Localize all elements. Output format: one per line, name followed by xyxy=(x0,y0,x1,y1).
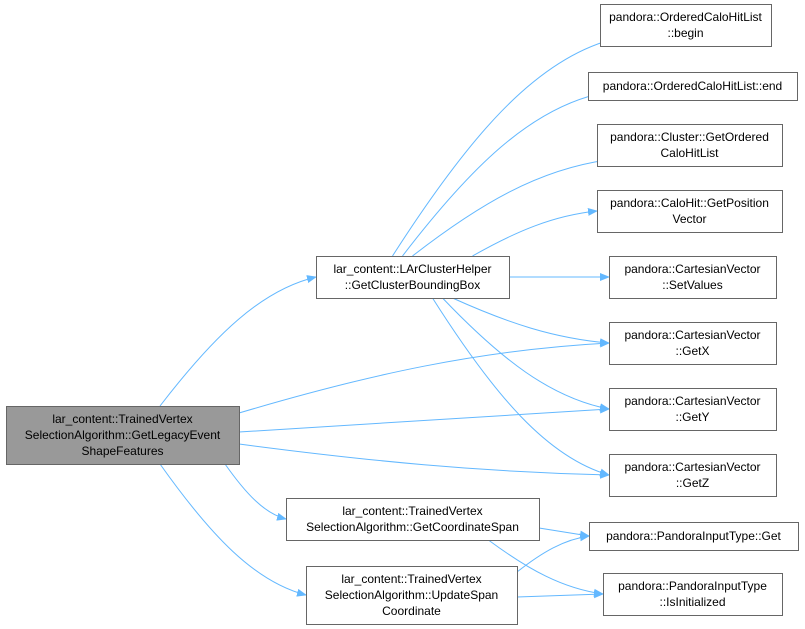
node-box xyxy=(609,256,777,299)
node-label-line: ::begin xyxy=(667,26,703,40)
node-label-line: ::IsInitialized xyxy=(659,595,725,609)
node-label-line: ::GetZ xyxy=(676,476,709,490)
node-box xyxy=(588,72,798,101)
edges-layer xyxy=(159,38,611,599)
node-input-is-initialized[interactable]: pandora::PandoraInputType::IsInitialized xyxy=(603,573,783,616)
node-ordered-begin[interactable]: pandora::OrderedCaloHitList::begin xyxy=(600,4,772,47)
edge-get-cluster-bounding-box-to-cluster-get-ordered xyxy=(412,157,608,257)
node-label-line: pandora::PandoraInputType xyxy=(618,579,767,593)
node-get-cluster-bounding-box[interactable]: lar_content::LArClusterHelper::GetCluste… xyxy=(316,256,510,299)
node-box xyxy=(286,498,540,541)
node-box xyxy=(609,322,777,365)
node-label-line: SelectionAlgorithm::UpdateSpan xyxy=(325,588,498,602)
edge-root-to-get-cluster-bounding-box xyxy=(159,275,317,407)
edge-get-cluster-bounding-box-to-get-y xyxy=(442,297,610,412)
node-label-line: pandora::CartesianVector xyxy=(624,394,760,408)
node-get-x[interactable]: pandora::CartesianVector::GetX xyxy=(609,322,777,365)
edge-get-cluster-bounding-box-to-ordered-begin xyxy=(392,38,611,257)
node-label-line: ShapeFeatures xyxy=(81,444,163,458)
node-box xyxy=(6,406,240,465)
node-label-line: CaloHitList xyxy=(660,146,719,160)
edge-root-to-get-x xyxy=(238,339,610,414)
edge-get-cluster-bounding-box-to-ordered-end xyxy=(402,92,599,257)
node-label-line: pandora::CartesianVector xyxy=(624,262,760,276)
edge-get-cluster-bounding-box-to-get-x xyxy=(452,297,610,347)
node-box xyxy=(597,190,783,233)
node-label-line: pandora::PandoraInputType::Get xyxy=(606,529,781,543)
edge-root-to-get-coordinate-span xyxy=(224,463,287,521)
node-get-y[interactable]: pandora::CartesianVector::GetY xyxy=(609,388,777,431)
node-label-line: SelectionAlgorithm::GetLegacyEvent xyxy=(25,428,221,442)
node-label-line: ::SetValues xyxy=(662,278,722,292)
node-set-values[interactable]: pandora::CartesianVector::SetValues xyxy=(609,256,777,299)
node-label-line: pandora::CartesianVector xyxy=(624,328,760,342)
node-label-line: SelectionAlgorithm::GetCoordinateSpan xyxy=(306,520,519,534)
edge-get-coordinate-span-to-input-get xyxy=(538,527,590,539)
node-label-line: pandora::OrderedCaloHitList xyxy=(609,10,762,24)
node-box xyxy=(609,388,777,431)
node-get-z[interactable]: pandora::CartesianVector::GetZ xyxy=(609,454,777,497)
node-label-line: pandora::OrderedCaloHitList::end xyxy=(603,79,782,93)
edge-root-to-get-z xyxy=(238,443,610,479)
edge-update-span-coordinate-to-input-is-initialized xyxy=(516,590,604,599)
node-label-line: ::GetClusterBoundingBox xyxy=(345,278,480,292)
edge-root-to-get-y xyxy=(238,405,610,433)
node-box xyxy=(603,573,783,616)
edge-root-to-update-span-coordinate xyxy=(159,463,307,597)
edge-get-coordinate-span-to-input-is-initialized xyxy=(488,539,604,597)
node-label-line: Coordinate xyxy=(382,604,441,618)
nodes-layer: lar_content::TrainedVertexSelectionAlgor… xyxy=(6,4,799,625)
edge-get-cluster-bounding-box-to-calo-hit-get-position xyxy=(472,207,598,257)
node-update-span-coordinate[interactable]: lar_content::TrainedVertexSelectionAlgor… xyxy=(306,566,518,625)
edge-update-span-coordinate-to-input-get xyxy=(516,533,590,573)
node-label-line: lar_content::TrainedVertex xyxy=(52,412,192,426)
node-label-line: lar_content::LArClusterHelper xyxy=(333,262,491,276)
node-label-line: ::GetX xyxy=(675,344,709,358)
node-label-line: pandora::CaloHit::GetPosition xyxy=(610,196,769,210)
node-box xyxy=(600,4,772,47)
node-label-line: pandora::CartesianVector xyxy=(624,460,760,474)
node-box xyxy=(597,124,783,167)
node-label-line: lar_content::TrainedVertex xyxy=(341,572,481,586)
node-get-coordinate-span[interactable]: lar_content::TrainedVertexSelectionAlgor… xyxy=(286,498,540,541)
edge-get-cluster-bounding-box-to-get-z xyxy=(432,297,610,477)
node-box xyxy=(609,454,777,497)
node-input-get[interactable]: pandora::PandoraInputType::Get xyxy=(589,522,799,551)
node-root[interactable]: lar_content::TrainedVertexSelectionAlgor… xyxy=(6,406,240,465)
node-box xyxy=(306,566,518,625)
node-label-line: lar_content::TrainedVertex xyxy=(342,504,482,518)
node-label-line: Vector xyxy=(672,212,706,226)
node-ordered-end[interactable]: pandora::OrderedCaloHitList::end xyxy=(588,72,798,101)
node-label-line: pandora::Cluster::GetOrdered xyxy=(610,130,769,144)
node-box xyxy=(316,256,510,299)
node-box xyxy=(589,522,799,551)
node-label-line: ::GetY xyxy=(675,410,709,424)
